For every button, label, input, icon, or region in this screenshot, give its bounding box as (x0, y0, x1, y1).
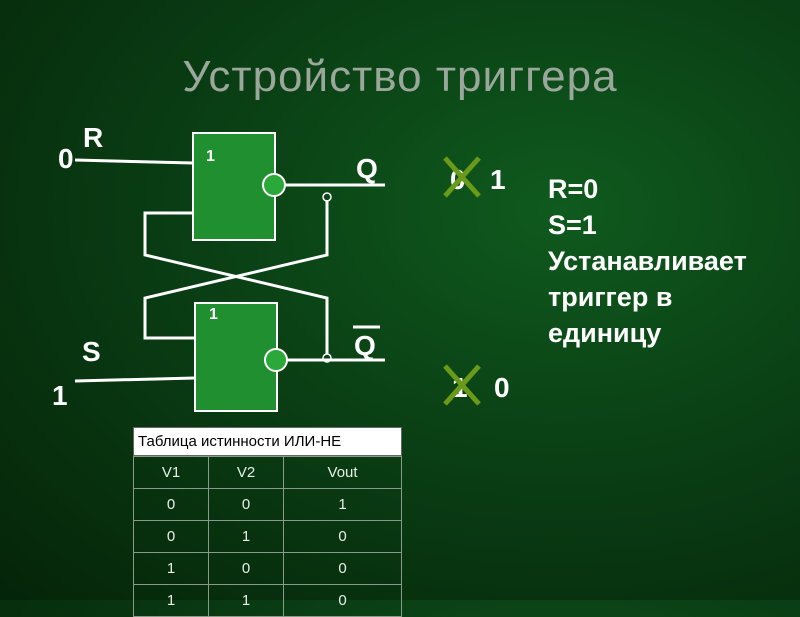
table-cell: 0 (208, 488, 285, 521)
q-feedback-wire (143, 200, 329, 340)
rs-trigger-circuit (74, 132, 332, 412)
truth-table: Таблица истинности ИЛИ-НЕ V1 V2 Vout 0 0… (132, 427, 402, 617)
bottom-gate-label: 1 (209, 306, 218, 323)
description-line: S=1 (548, 210, 597, 240)
description-line: единицу (548, 318, 662, 348)
table-cell: 0 (283, 584, 402, 617)
column-header: Vout (283, 456, 402, 489)
table-cell: 1 (132, 584, 210, 617)
table-cell: 0 (283, 552, 402, 585)
s-input-wire (74, 376, 196, 383)
truth-table-caption: Таблица истинности ИЛИ-НЕ (133, 427, 402, 456)
table-cell: 1 (132, 552, 210, 585)
table-cell: 1 (208, 584, 285, 617)
description-line: триггер в (548, 282, 673, 312)
table-cell: 0 (208, 552, 285, 585)
q-junction (322, 192, 332, 202)
table-row: 1 0 0 (132, 552, 402, 585)
table-cell: 0 (283, 520, 402, 553)
q-label: Q (356, 153, 378, 184)
table-cell: 1 (208, 520, 285, 553)
table-cell: 1 (283, 488, 402, 521)
r-input-wire (74, 158, 194, 165)
q-new-value: 1 (490, 164, 506, 195)
r-label: R (83, 122, 104, 153)
s-label: S (82, 336, 101, 367)
top-gate-label: 1 (206, 148, 215, 165)
description-line: Устанавливает (548, 246, 747, 276)
top-inversion-bubble (262, 173, 286, 197)
description: R=0 S=1 Устанавливает триггер в единицу (548, 171, 747, 351)
table-cell: 0 (132, 520, 210, 553)
table-row: 1 1 0 (132, 584, 402, 617)
r-value: 0 (58, 143, 74, 174)
table-cell: 0 (132, 488, 210, 521)
page-title: Устройство триггера (182, 52, 618, 101)
bottom-nor-gate (194, 302, 278, 412)
cross-icon (443, 364, 481, 406)
column-header: V2 (208, 456, 285, 489)
qbar-feedback-wire (143, 211, 329, 354)
description-line: R=0 (548, 174, 599, 204)
column-header: V1 (132, 456, 210, 489)
cross-icon (443, 156, 481, 198)
qbar-new-value: 0 (494, 372, 510, 403)
table-header-row: V1 V2 Vout (132, 456, 402, 489)
table-row: 0 0 1 (132, 488, 402, 521)
table-row: 0 1 0 (132, 520, 402, 553)
qbar-label: Q (354, 330, 376, 361)
bottom-inversion-bubble (264, 348, 288, 372)
top-nor-gate (192, 132, 276, 241)
s-value: 1 (52, 380, 68, 411)
